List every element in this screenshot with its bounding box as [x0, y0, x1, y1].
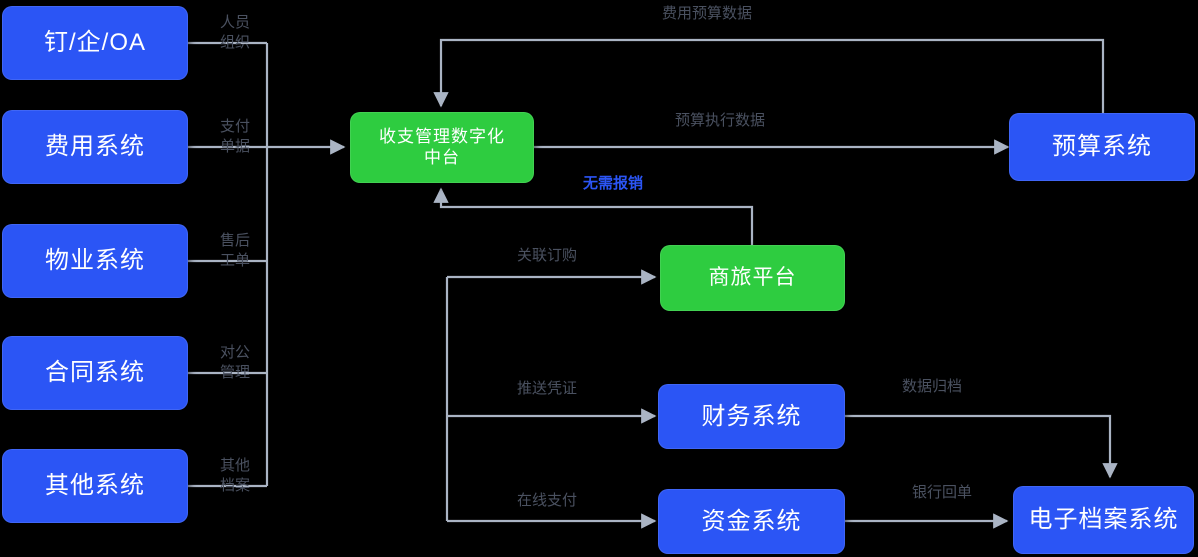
node-property-system[interactable]: 物业系统: [2, 224, 188, 298]
node-label: 预算系统: [1052, 133, 1152, 161]
node-finance-system[interactable]: 财务系统: [658, 384, 845, 449]
edge-label-payment-document: 支付 单据: [219, 118, 250, 156]
node-label: 费用系统: [45, 133, 145, 161]
edge-label-no-reimbursement: 无需报销: [582, 175, 643, 192]
node-label: 电子档案系统: [1028, 506, 1179, 534]
wire-budget-to-hub: [433, 38, 1105, 113]
edge-label-budget-execution-data: 预算执行数据: [674, 112, 765, 129]
node-budget-system[interactable]: 预算系统: [1009, 113, 1195, 181]
node-label: 物业系统: [45, 247, 145, 275]
node-label: 其他系统: [45, 472, 145, 500]
node-label: 钉/企/OA: [43, 29, 146, 57]
edge-label-aftersales-workorder: 售后 工单: [219, 232, 250, 270]
wire-travel-to-hub: [433, 187, 754, 245]
node-label: 资金系统: [701, 507, 802, 535]
node-label: 合同系统: [45, 359, 145, 387]
edge-label-other-archive: 其他 档案: [219, 457, 250, 495]
node-travel-platform[interactable]: 商旅平台: [660, 245, 845, 311]
edge-label-data-archiving: 数据归档: [901, 378, 962, 395]
edge-label-linked-ordering: 关联订购: [516, 247, 577, 264]
node-electronic-archive-system[interactable]: 电子档案系统: [1013, 486, 1194, 554]
edge-label-online-payment: 在线支付: [516, 492, 577, 509]
edge-label-expense-budget-data: 费用预算数据: [661, 5, 752, 22]
edge-label-personnel-organization: 人员 组织: [219, 14, 250, 52]
node-label: 商旅平台: [708, 266, 797, 290]
node-hub-digital-platform[interactable]: 收支管理数字化 中台: [350, 112, 534, 183]
node-other-system[interactable]: 其他系统: [2, 449, 188, 523]
node-ding-qi-oa[interactable]: 钉/企/OA: [2, 6, 188, 80]
edge-label-push-voucher: 推送凭证: [516, 380, 577, 397]
node-label: 财务系统: [701, 402, 802, 430]
node-expense-system[interactable]: 费用系统: [2, 110, 188, 184]
node-label: 收支管理数字化 中台: [379, 126, 505, 167]
node-treasury-system[interactable]: 资金系统: [658, 489, 845, 554]
node-contract-system[interactable]: 合同系统: [2, 336, 188, 410]
wire-finance-to-archive: [845, 414, 1118, 479]
edge-label-corporate-management: 对公 管理: [219, 344, 250, 382]
edge-label-bank-receipt: 银行回单: [911, 484, 972, 501]
